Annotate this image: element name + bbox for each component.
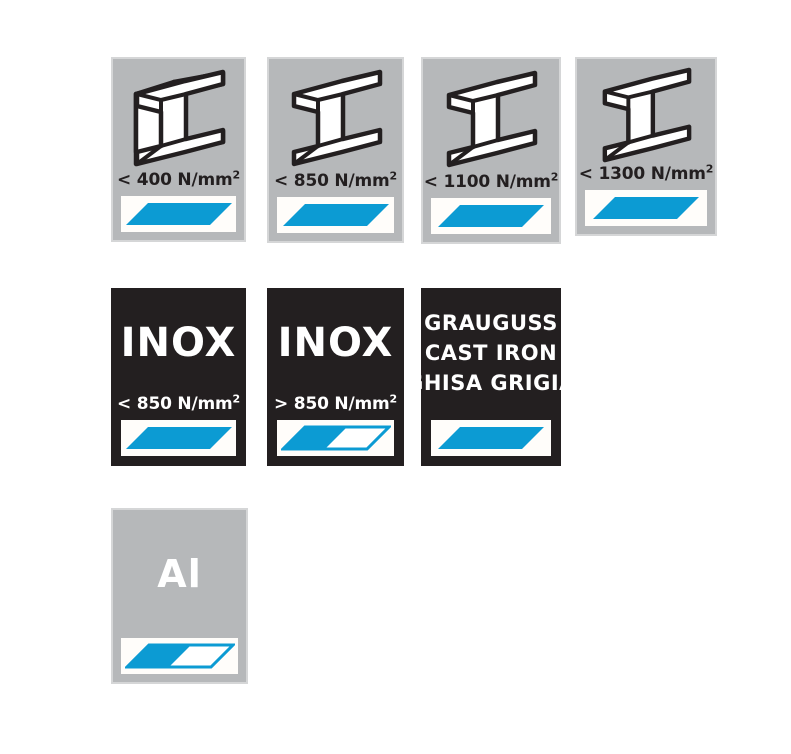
i-beam-icon: [269, 59, 402, 173]
tile-steel-1300[interactable]: < 1300 N/mm2: [575, 57, 717, 236]
tile-aluminium[interactable]: Al: [111, 508, 248, 684]
fill-level-full-icon: [585, 190, 707, 226]
material-word: INOX: [120, 320, 237, 366]
cast-iron-line-en: CAST IRON: [424, 340, 558, 365]
material-word: Al: [157, 552, 202, 596]
inox-label-wrap: INOX: [269, 290, 402, 396]
tile-steel-1100[interactable]: < 1100 N/mm2: [421, 57, 561, 244]
fill-level-full-icon: [277, 197, 394, 233]
cast-iron-line-de: GRAUGUSS: [424, 310, 558, 335]
tile-inox-gt-850[interactable]: INOX > 850 N/mm2: [267, 288, 404, 466]
aluminium-label-wrap: Al: [113, 510, 246, 638]
i-beam-icon: [423, 59, 559, 174]
cast-iron-line-it: GHISA GRIGIA: [406, 370, 576, 395]
material-word: INOX: [277, 320, 394, 366]
fill-level-full-icon: [431, 420, 551, 456]
fill-level-full-icon: [431, 198, 551, 234]
fill-level-full-icon: [121, 420, 236, 456]
inox-label-wrap: INOX: [113, 290, 244, 396]
fill-level-full-icon: [121, 196, 236, 232]
tile-steel-850[interactable]: < 850 N/mm2: [267, 57, 404, 243]
tile-inox-lt-850[interactable]: INOX < 850 N/mm2: [111, 288, 246, 466]
strength-caption: < 1300 N/mm2: [578, 162, 714, 184]
i-beam-icon: [113, 59, 244, 172]
tile-steel-400[interactable]: < 400 N/mm2: [111, 57, 246, 242]
strength-caption: < 1100 N/mm2: [423, 170, 559, 192]
fill-level-half-icon: [277, 420, 394, 456]
fill-level-half-icon: [121, 638, 238, 674]
tile-cast-iron[interactable]: GRAUGUSS CAST IRON GHISA GRIGIA: [406, 288, 575, 466]
strength-caption: < 400 N/mm2: [117, 168, 240, 190]
i-beam-icon: [577, 59, 715, 166]
strength-caption: > 850 N/mm2: [274, 392, 397, 414]
strength-caption: < 850 N/mm2: [274, 169, 397, 191]
strength-caption: < 850 N/mm2: [117, 392, 240, 414]
cast-iron-label-wrap: GRAUGUSS CAST IRON GHISA GRIGIA: [406, 290, 575, 420]
